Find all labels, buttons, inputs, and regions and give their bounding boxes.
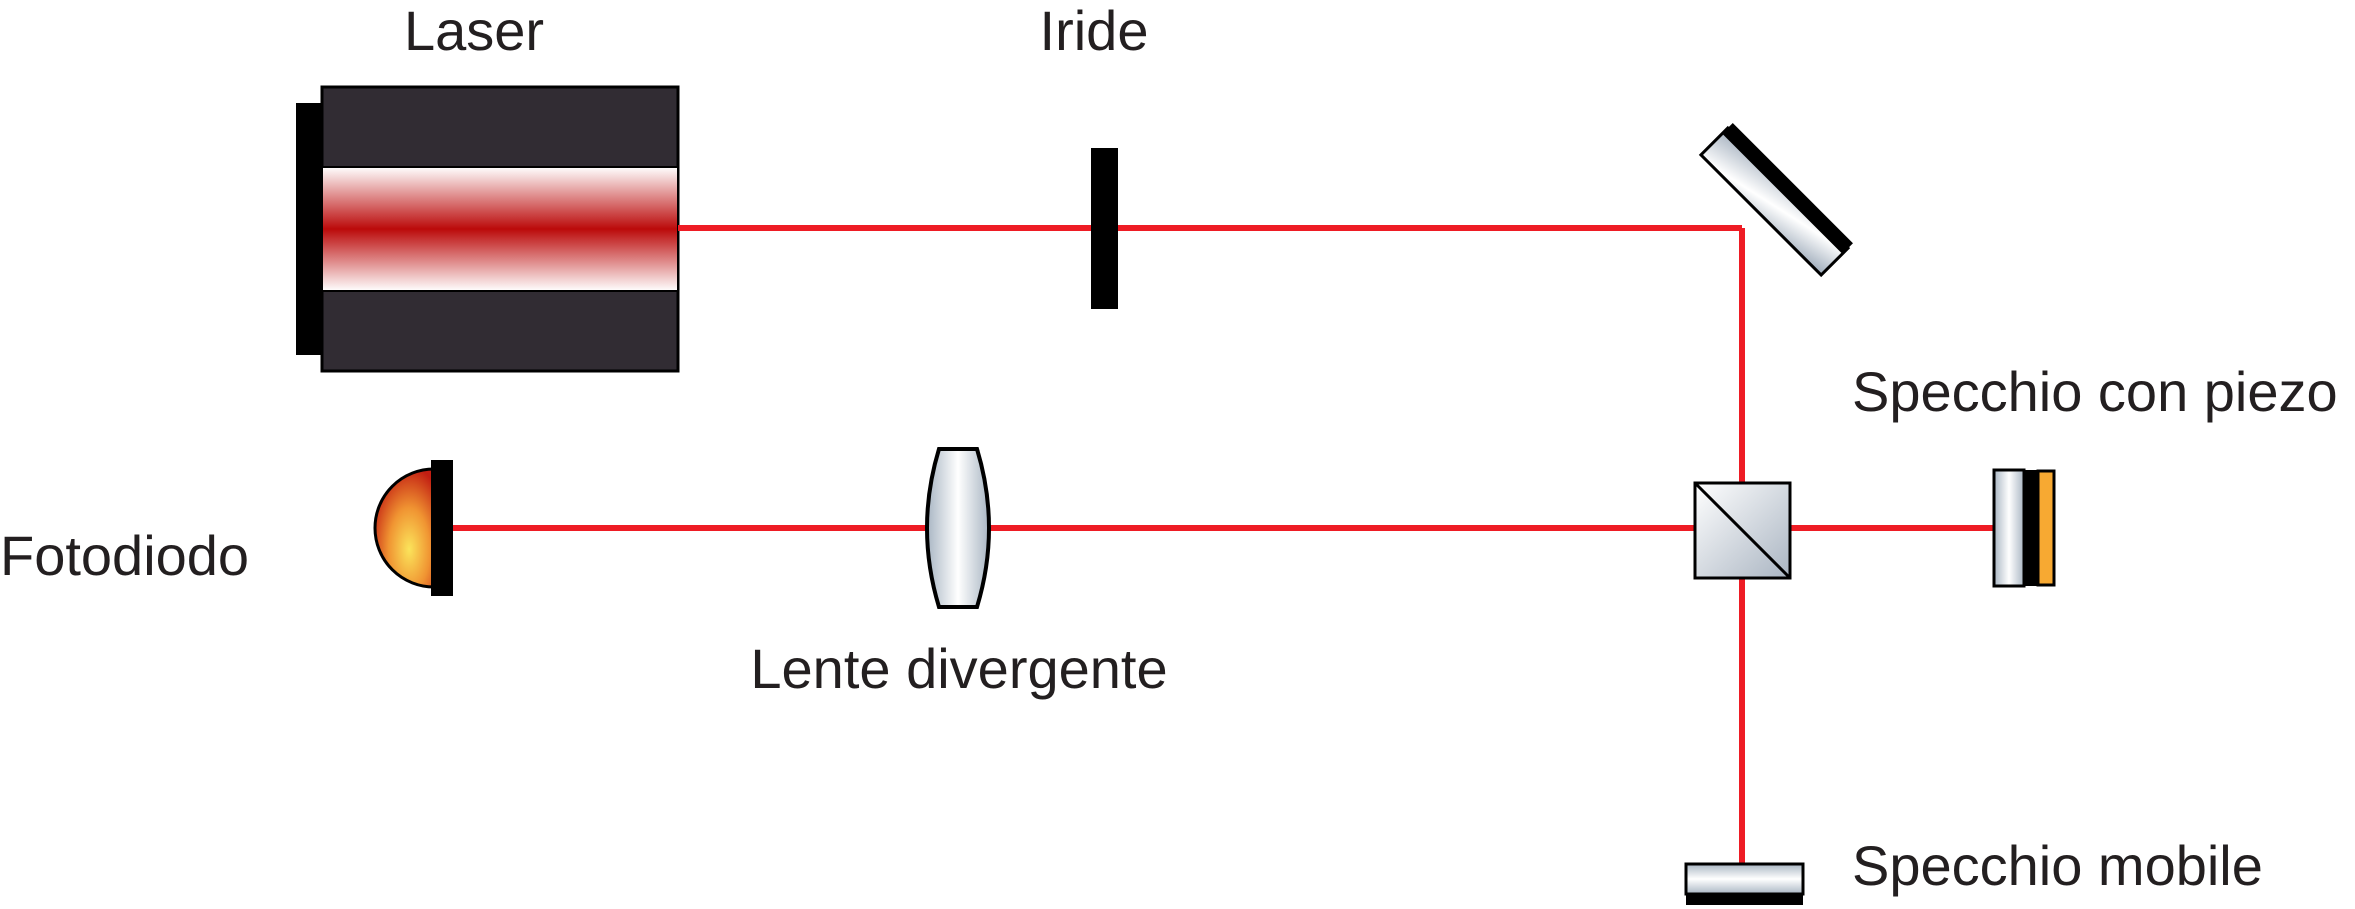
label-photodiode: Fotodiodo [0,524,249,587]
label-iris: Iride [1040,0,1149,62]
beam-splitter-diagonal [1693,481,1792,580]
diverging-lens [925,447,991,609]
photodiode-mount [431,460,453,596]
laser-aperture [321,166,679,292]
laser [296,85,680,373]
label-diverging-lens: Lente divergente [750,637,1167,700]
label-piezo-mirror: Specchio con piezo [1852,360,2338,423]
iris [1091,148,1118,309]
label-movable-mirror: Specchio mobile [1852,834,2263,897]
fold-mirror-glass [1698,125,1851,278]
label-laser: Laser [404,0,544,62]
movable-mirror [1684,862,1805,905]
piezo-mirror-mount [2024,470,2038,586]
photodiode-dome [373,467,436,589]
fold-mirror [1698,123,1853,278]
fold-mirror-mount [1722,123,1853,254]
piezo-mirror-glass [1992,468,2026,588]
movable-mirror-mount [1686,893,1803,905]
movable-mirror-glass [1684,862,1805,896]
piezo-actuator [2036,469,2056,587]
beam-splitter [1693,481,1792,580]
laser-back-plate [296,103,322,355]
piezo-mirror [1992,468,2056,588]
photodiode [373,460,453,596]
